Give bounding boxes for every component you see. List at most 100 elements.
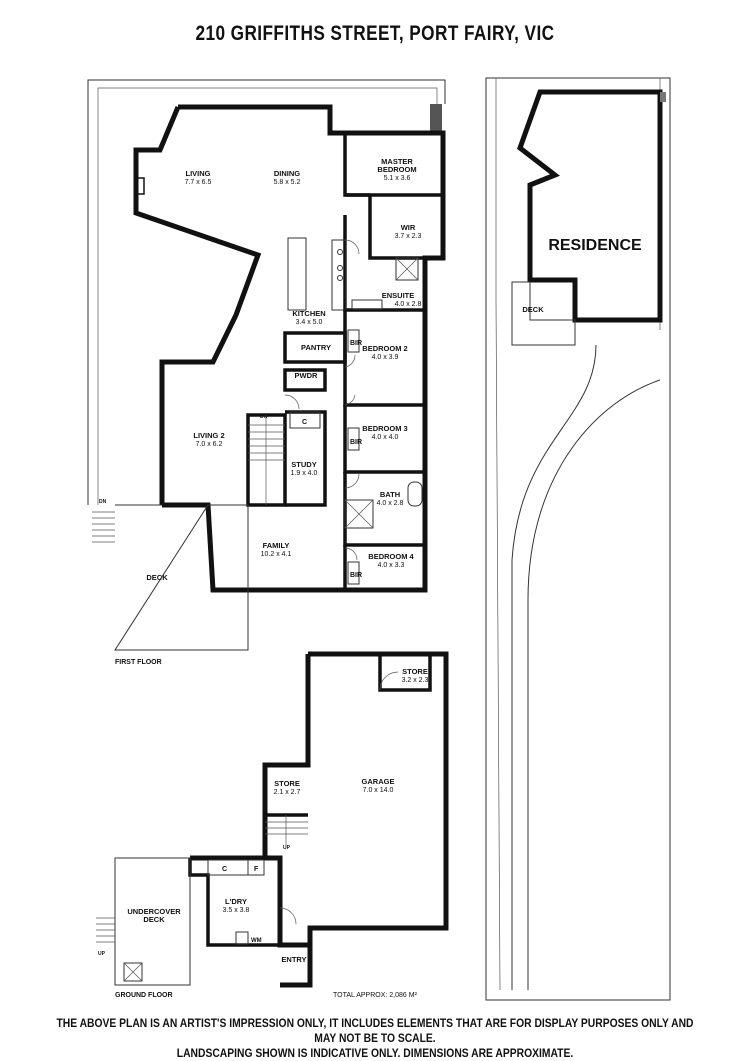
living-name: LIVING xyxy=(185,169,210,178)
pantry-name: PANTRY xyxy=(301,343,331,352)
kitchen-island xyxy=(287,237,307,311)
residence-outline xyxy=(517,89,663,323)
store2-dims: 2.1 x 2.7 xyxy=(274,789,301,796)
deck-steps xyxy=(92,511,115,543)
undercover-name: UNDERCOVER xyxy=(127,907,181,916)
master-name2: BEDROOM xyxy=(377,165,416,174)
undercover-deck xyxy=(114,857,191,986)
ensuite-dims: 4.0 x 2.8 xyxy=(395,301,422,308)
shower xyxy=(395,257,419,281)
site-deck-label: DECK xyxy=(522,305,544,314)
west-angled-wall xyxy=(133,106,262,505)
driveway-east xyxy=(527,379,661,990)
north-wall xyxy=(178,104,446,136)
bir-label-1: BIR xyxy=(350,340,362,347)
master-dims: 5.1 x 3.6 xyxy=(384,175,411,182)
bath-walls xyxy=(343,472,425,547)
feature-block xyxy=(430,104,442,132)
laundry-f-label: F xyxy=(254,866,259,873)
bedroom2-dims: 4.0 x 3.9 xyxy=(372,354,399,361)
laundry-walls xyxy=(190,855,310,948)
driveway-west xyxy=(511,344,597,990)
residence-label: RESIDENCE xyxy=(548,237,642,254)
site-boundary xyxy=(485,77,671,1001)
bath-shower xyxy=(344,499,374,529)
living-dims: 7.7 x 6.5 xyxy=(185,179,212,186)
ensuite-name: ENSUITE xyxy=(382,291,415,300)
wm-label: WM xyxy=(251,938,262,944)
master-name: MASTER xyxy=(381,157,413,166)
pwdr-name: PWDR xyxy=(295,371,318,380)
bedroom3-name: BEDROOM 3 xyxy=(362,424,407,433)
store2-name: STORE xyxy=(274,779,300,788)
site-plan: RESIDENCE DECK xyxy=(485,77,671,1001)
bedroom4-name: BEDROOM 4 xyxy=(368,552,414,561)
store1-dims: 3.2 x 2.3 xyxy=(402,677,429,684)
deck-name: DECK xyxy=(146,573,168,582)
garden-boundary xyxy=(87,79,446,505)
dining-dims: 5.8 x 5.2 xyxy=(274,179,301,186)
stairs-up-label: UP xyxy=(283,845,291,851)
family-name: FAMILY xyxy=(263,541,290,550)
store-walls xyxy=(262,654,311,858)
cupboard-label: C xyxy=(302,419,307,426)
bir-label-3: BIR xyxy=(350,572,362,579)
laundry-dims: 3.5 x 3.8 xyxy=(223,907,250,914)
laundry-name: L'DRY xyxy=(225,897,247,906)
living2-dims: 7.0 x 6.2 xyxy=(196,441,223,448)
first-floor-plan: LIVING 7.7 x 6.5 DINING 5.8 x 5.2 MASTER… xyxy=(87,79,446,666)
study-dims: 1.9 x 4.0 xyxy=(291,470,318,477)
ground-floor-plan: STORE 3.2 x 2.3 STORE 2.1 x 2.7 GARAGE 7… xyxy=(96,651,449,999)
fireplace xyxy=(135,177,145,195)
garage-dims: 7.0 x 14.0 xyxy=(363,787,394,794)
ensuite-vanity xyxy=(351,299,383,310)
page-title: 210 GRIFFITHS STREET, PORT FAIRY, VIC xyxy=(195,22,555,45)
ground-deck-steps xyxy=(96,917,115,943)
garden-boundary-inner xyxy=(97,87,438,505)
kitchen-bench xyxy=(331,239,347,311)
wir-dims: 3.7 x 2.3 xyxy=(395,233,422,240)
ground-floor-label: GROUND FLOOR xyxy=(115,992,173,999)
garage-name: GARAGE xyxy=(362,777,395,786)
stair-walls xyxy=(246,413,287,507)
kitchen-dims: 3.4 x 5.0 xyxy=(296,319,323,326)
bedroom3-dims: 4.0 x 4.0 xyxy=(372,434,399,441)
ground-floor-stairs xyxy=(265,815,308,845)
undercover-name2: DECK xyxy=(143,915,165,924)
wir-wall xyxy=(368,195,425,260)
living2-name: LIVING 2 xyxy=(193,431,224,440)
bir-label-2: BIR xyxy=(350,439,362,446)
site-boundary-inner xyxy=(495,78,661,991)
bedroom4-dims: 4.0 x 3.3 xyxy=(378,562,405,569)
bath-dims: 4.0 x 2.8 xyxy=(377,500,404,507)
bath-name: BATH xyxy=(380,490,400,499)
store1-name: STORE xyxy=(402,667,428,676)
upper-store-walls xyxy=(378,654,432,692)
deck-dn-label: DN xyxy=(99,499,107,505)
deck-up-label: UP xyxy=(98,951,106,957)
site-deck xyxy=(511,281,576,346)
first-floor-label: FIRST FLOOR xyxy=(115,659,162,666)
dining-name: DINING xyxy=(274,169,300,178)
first-floor-deck xyxy=(114,504,249,651)
garage-walls xyxy=(280,651,449,988)
wir-name: WIR xyxy=(401,223,416,232)
laundry-c-label: C xyxy=(222,866,227,873)
disclaimer-line-1: THE ABOVE PLAN IS AN ARTIST'S IMPRESSION… xyxy=(56,1016,694,1045)
entry-name: ENTRY xyxy=(281,955,306,964)
disclaimer-line-2: LANDSCAPING SHOWN IS INDICATIVE ONLY. DI… xyxy=(176,1046,574,1060)
master-west-wall xyxy=(343,133,370,197)
stairs-dn-label: DN xyxy=(260,414,268,420)
study-cupboard xyxy=(289,411,321,429)
study-name: STUDY xyxy=(291,460,316,469)
disclaimer: THE ABOVE PLAN IS AN ARTIST'S IMPRESSION… xyxy=(53,1016,698,1061)
door-swings xyxy=(284,239,360,561)
bedroom2-name: BEDROOM 2 xyxy=(362,344,407,353)
family-dims: 10.2 x 4.1 xyxy=(261,551,292,558)
total-area: TOTAL APPROX: 2,086 M² xyxy=(333,992,418,999)
kitchen-name: KITCHEN xyxy=(292,309,325,318)
bathtub xyxy=(407,481,423,507)
pwdr-walls xyxy=(283,368,327,392)
first-floor-stairs xyxy=(248,415,285,505)
